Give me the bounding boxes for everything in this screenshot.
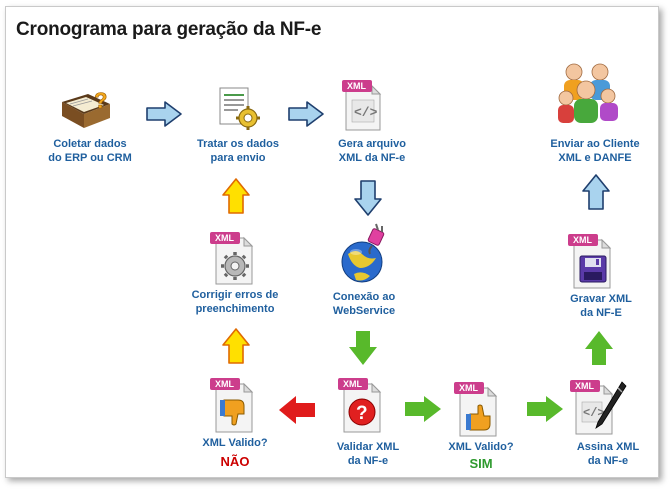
svg-text:</>: </> <box>583 406 605 420</box>
status-sim: SIM <box>469 456 493 471</box>
label-coletar: Coletar dados do ERP ou CRM <box>40 137 140 165</box>
label-enviar: Enviar ao Cliente XML e DANFE <box>540 137 650 165</box>
label-line: Corrigir erros de <box>191 289 279 301</box>
xml-question-icon: XML ? <box>338 378 382 433</box>
label-line: XML e DANFE <box>558 152 632 164</box>
arrow-up-green <box>585 331 613 365</box>
xml-tag-text: XML <box>459 383 479 393</box>
label-line: Gera arquivo <box>338 138 406 150</box>
label-line: para envio <box>210 152 266 164</box>
xml-save-file-icon: XML <box>568 234 612 289</box>
book-question-icon: ? <box>62 88 110 128</box>
svg-text:?: ? <box>356 403 368 424</box>
label-tratar: Tratar os dados para envio <box>188 137 288 165</box>
xml-tag-text: XML <box>573 235 593 245</box>
status-nao: NÃO <box>220 454 250 469</box>
label-line: Conexão ao <box>332 291 396 303</box>
label-conexao: Conexão ao WebService <box>314 290 414 318</box>
arrow-right-2 <box>288 101 324 127</box>
label-validar: Validar XML da NF-e <box>318 440 418 468</box>
xml-tag-text: XML <box>575 381 595 391</box>
label-line: do ERP ou CRM <box>48 152 132 164</box>
page-title: Cronograma para geração da NF-e <box>16 19 322 40</box>
label-xml-valido-sim: XML Valido? <box>436 440 526 454</box>
label-xml-valido-nao: XML Valido? <box>190 436 280 450</box>
label-line: da NF-e <box>587 455 629 467</box>
xml-file-icon: XML </> <box>342 80 382 131</box>
label-line: Enviar ao Cliente <box>550 138 640 150</box>
label-line: preenchimento <box>195 303 275 315</box>
globe-plug-icon <box>341 223 385 283</box>
label-assina: Assina XML da NF-e <box>558 440 658 468</box>
label-line: Gravar XML <box>570 293 632 305</box>
label-line: Assina XML <box>576 441 640 453</box>
arrow-down-1 <box>354 180 382 216</box>
label-line: WebService <box>332 305 396 317</box>
label-line: da NF-E <box>580 307 622 319</box>
xml-thumbs-down-icon: XML <box>210 378 254 433</box>
label-corrigir: Corrigir erros de preenchimento <box>180 288 290 316</box>
svg-text:?: ? <box>94 88 107 113</box>
svg-text:</>: </> <box>354 105 378 120</box>
arrow-right-green-2 <box>527 396 563 422</box>
users-group-icon <box>558 63 618 123</box>
label-line: Tratar os dados <box>197 138 279 150</box>
document-gear-icon <box>219 87 260 130</box>
label-line: XML Valido? <box>202 437 268 449</box>
xml-tag-text: XML <box>343 379 363 389</box>
arrow-up-1 <box>582 174 610 210</box>
label-line: XML Valido? <box>448 441 514 453</box>
xml-thumbs-up-icon: XML <box>454 382 498 437</box>
xml-tag-text: XML <box>215 379 235 389</box>
label-line: XML da NF-e <box>338 152 406 164</box>
arrow-up-yellow-1 <box>222 178 250 214</box>
arrow-right-green-1 <box>405 396 441 422</box>
arrow-up-yellow-2 <box>222 328 250 364</box>
label-line: Coletar dados <box>53 138 127 150</box>
label-gera: Gera arquivo XML da NF-e <box>322 137 422 165</box>
xml-tag-text: XML <box>347 81 367 91</box>
label-line: da NF-e <box>347 455 389 467</box>
xml-signature-icon: XML </> <box>570 380 627 435</box>
label-gravar: Gravar XML da NF-E <box>556 292 646 320</box>
xml-gear-file-icon: XML <box>210 232 254 285</box>
arrow-left-red <box>279 396 315 424</box>
label-line: Validar XML <box>336 441 400 453</box>
arrow-down-green <box>349 331 377 365</box>
xml-tag-text: XML <box>215 233 235 243</box>
arrow-right-1 <box>146 101 182 127</box>
